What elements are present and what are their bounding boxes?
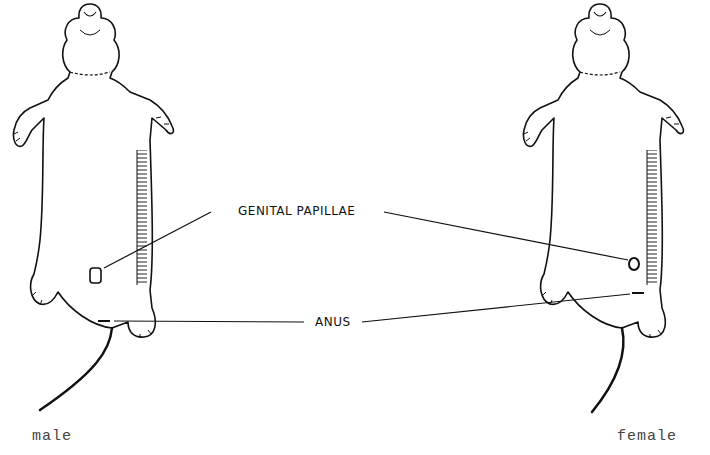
female-anus: [632, 292, 644, 294]
male-papilla: [90, 268, 101, 283]
male-anus: [98, 320, 110, 322]
leader-line: [362, 294, 630, 322]
leader-line: [384, 212, 628, 260]
part-label: GENITAL PAPILLAE: [238, 204, 355, 218]
sex-label: male: [32, 428, 72, 445]
part-label: ANUS: [315, 315, 351, 329]
leader-line: [104, 212, 211, 268]
sex-label: female: [617, 428, 677, 445]
leader-line: [114, 321, 304, 322]
male-mouse: [13, 4, 173, 410]
female-mouse: [523, 4, 683, 412]
female-papilla: [629, 258, 639, 270]
